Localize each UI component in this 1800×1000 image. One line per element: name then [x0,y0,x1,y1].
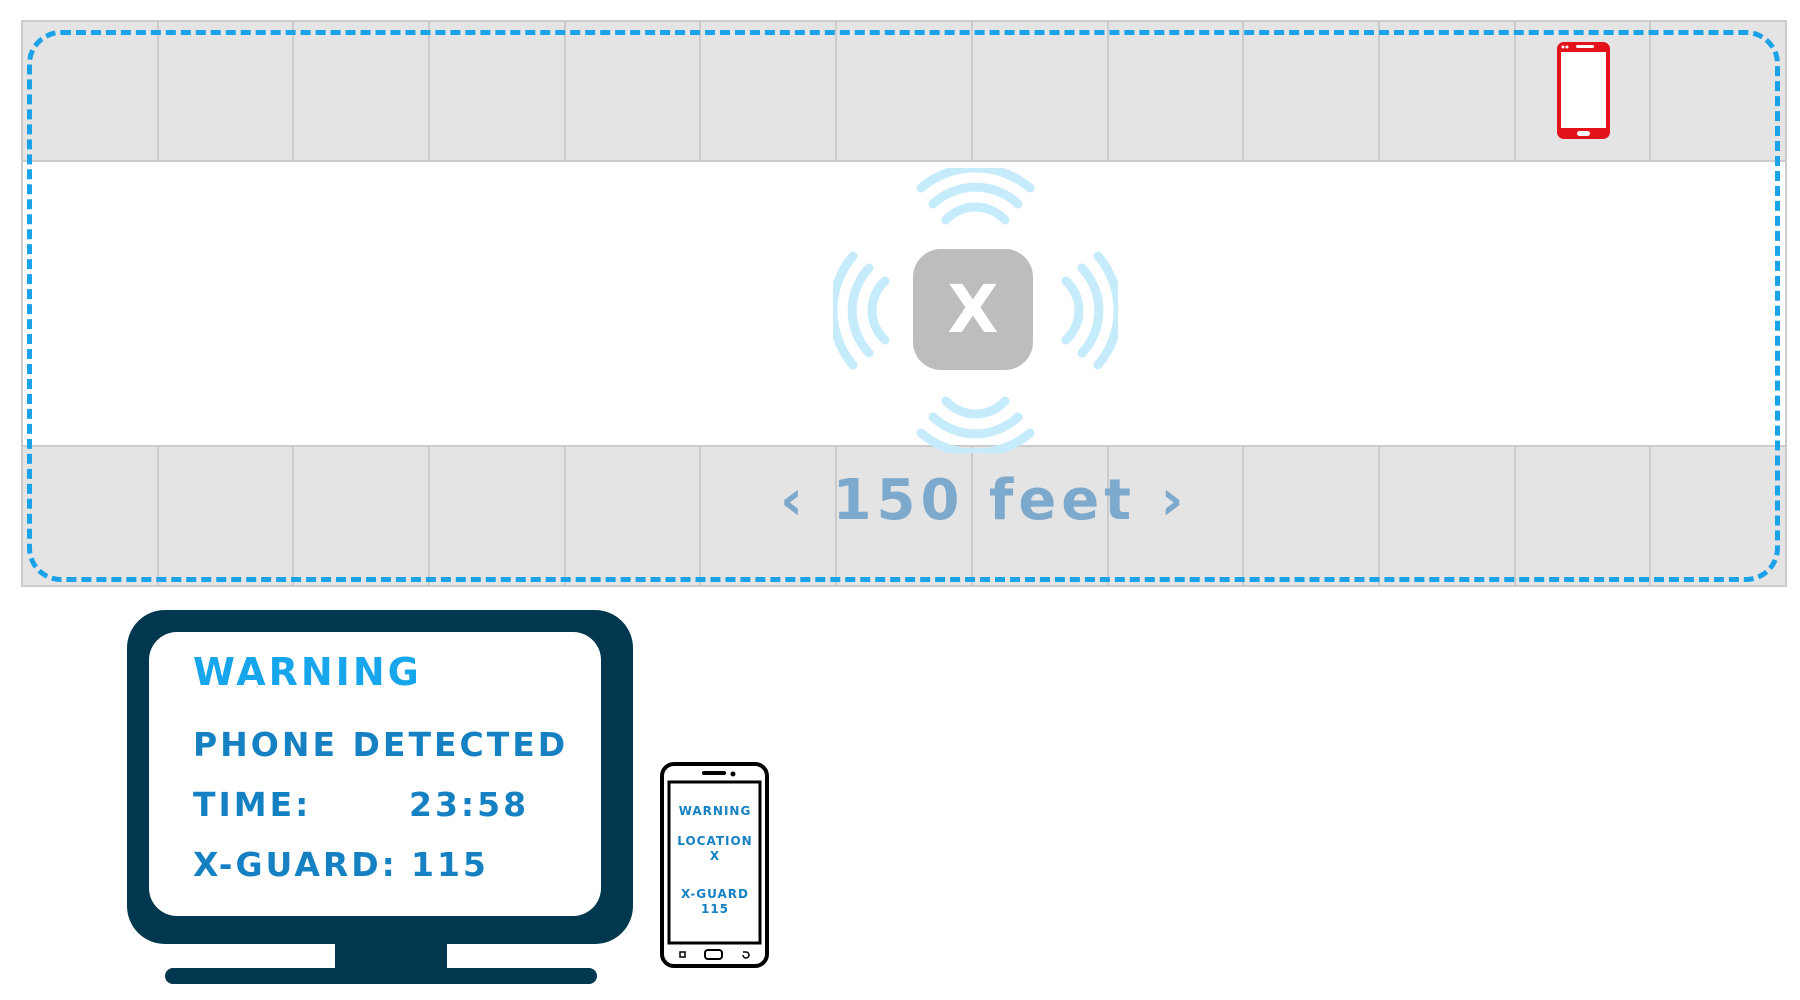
grid-cell [1516,22,1652,160]
grid-cell [1244,447,1380,585]
grid-cell [1380,22,1516,160]
sensor-label: X [947,270,999,348]
handheld-warning: WARNING [678,804,752,818]
grid-cell [430,447,566,585]
grid-cell [23,447,159,585]
grid-cell [837,447,973,585]
time-value: 23:58 [409,785,530,824]
signal-wave [847,263,874,358]
time-label: TIME: [193,785,312,824]
signal-wave [928,182,1023,209]
grid-cell [566,447,702,585]
grid-cell [973,22,1109,160]
grid-cell [159,22,295,160]
signal-wave [867,276,890,345]
handheld-location-label: LOCATION [677,834,753,848]
grid-cell [1109,22,1245,160]
coverage-boundary [27,30,1780,582]
detection-message: PHONE DETECTED [193,725,569,764]
signal-wave [928,412,1023,439]
signal-wave [916,428,1035,453]
grid-cell [1380,447,1516,585]
signal-wave [941,396,1010,419]
grid-cell [566,22,702,160]
grid-cell [1244,22,1380,160]
grid-cell [1109,447,1245,585]
grid-cell [430,22,566,160]
handheld-xguard-label: X-GUARD [681,887,749,901]
grid-cell [1516,447,1652,585]
grid-cell [23,22,159,160]
signal-wave [916,168,1035,193]
grid-cell [294,22,431,160]
grid-cell [701,447,838,585]
grid-cell [294,447,431,585]
smartphone-icon [1557,42,1610,139]
detection-zone [21,20,1787,587]
distance-label: ‹ 150 feet › [780,468,1189,533]
sensor-device: X [913,249,1033,370]
xguard-label: X-GUARD: [193,845,398,884]
signal-broadcast-icon [833,168,1118,453]
signal-wave [941,202,1010,225]
handheld-xguard-value: 115 [700,902,730,916]
signal-wave [1093,251,1118,370]
grid-cell [701,22,838,160]
warning-title: WARNING [193,650,422,694]
xguard-value: 115 [411,845,489,884]
lower-grid-row [23,445,1785,585]
grid-cell [837,22,973,160]
monitor-icon [127,610,633,984]
grid-cell [159,447,295,585]
upper-grid-row [23,22,1785,162]
handheld-location-value: X [709,849,721,863]
signal-wave [1077,263,1104,358]
grid-cell [973,447,1109,585]
signal-wave [833,251,858,370]
smartphone-icon [660,762,769,968]
signal-wave [1061,276,1084,345]
